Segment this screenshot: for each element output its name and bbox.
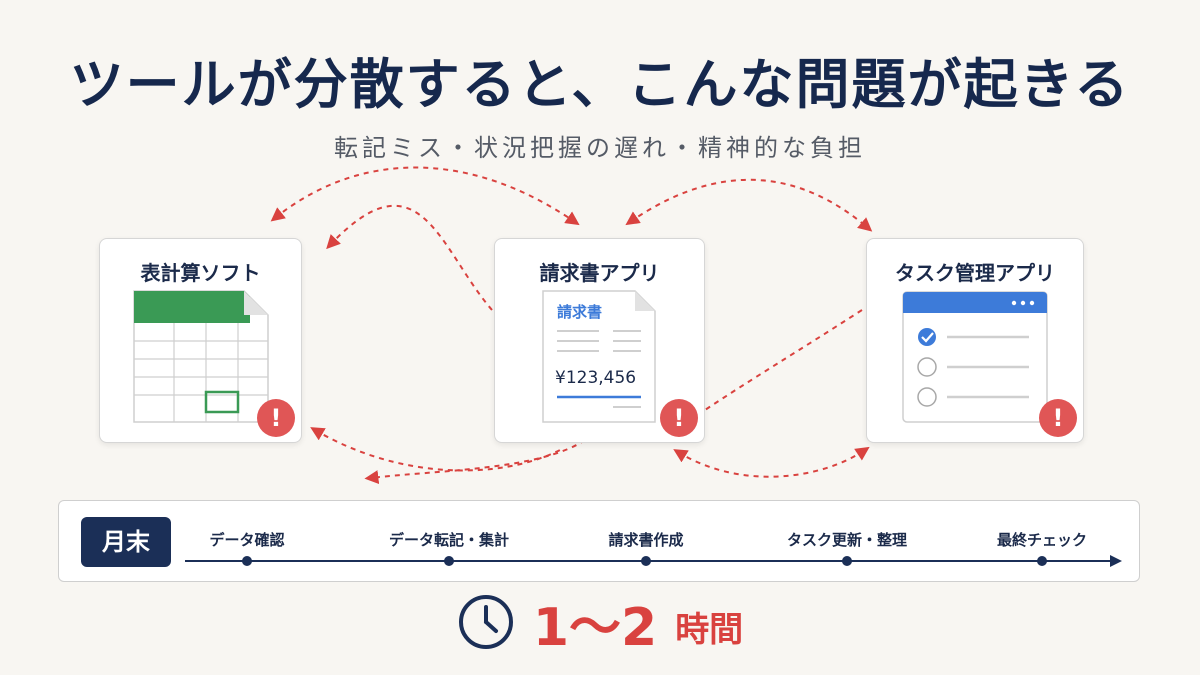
timeline-dot bbox=[641, 556, 651, 566]
tool-card-title: 請求書アプリ bbox=[539, 261, 660, 285]
time-required: 1〜2 時間 bbox=[0, 590, 1200, 658]
timeline-step: 最終チェック bbox=[996, 531, 1088, 549]
time-value: 1〜2 bbox=[532, 597, 658, 658]
invoice-amount: ¥123,456 bbox=[555, 368, 636, 388]
timeline-step: データ転記・集計 bbox=[388, 531, 510, 549]
timeline-step: 請求書作成 bbox=[608, 531, 684, 549]
tool-card-title: タスク管理アプリ bbox=[895, 261, 1055, 285]
alert-icon: ! bbox=[257, 399, 295, 437]
arrow-invoice-to-sheet-cross bbox=[326, 204, 493, 311]
timeline-axis bbox=[185, 555, 1122, 567]
invoice-icon: 請求書 ¥123,456 bbox=[542, 290, 656, 423]
arrow-invoice-to-task-top bbox=[625, 178, 873, 232]
timeline-step: データ確認 bbox=[209, 531, 285, 549]
invoice-doc-title: 請求書 bbox=[557, 303, 602, 321]
month-end-badge: 月末 bbox=[81, 517, 171, 567]
time-unit: 時間 bbox=[675, 609, 744, 650]
alert-icon: ! bbox=[660, 399, 698, 437]
page-subtitle: 転記ミス・状況把握の遅れ・精神的な負担 bbox=[334, 134, 866, 162]
clock-icon bbox=[458, 595, 513, 649]
tool-card-title: 表計算ソフト bbox=[140, 261, 261, 285]
alert-icon: ! bbox=[1039, 399, 1077, 437]
arrow-invoice-to-sheet-lower bbox=[364, 439, 586, 485]
timeline-dot bbox=[1037, 556, 1047, 566]
month-end-timeline: 月末 データ確認 データ転記・集計 請求書作成 タスク更新・整理 最終チェック bbox=[58, 500, 1140, 582]
spreadsheet-icon bbox=[133, 290, 269, 423]
timeline-step: タスク更新・整理 bbox=[786, 531, 908, 549]
tool-card-invoice: 請求書アプリ 請求書 ¥123,456 ! bbox=[494, 238, 705, 443]
tool-card-spreadsheet: 表計算ソフト ! bbox=[99, 238, 302, 443]
arrow-sheet-to-invoice-top bbox=[270, 166, 580, 226]
tool-card-task: タスク管理アプリ ! bbox=[866, 238, 1084, 443]
arrow-task-to-invoice-cross bbox=[704, 309, 863, 411]
timeline-dot bbox=[242, 556, 252, 566]
task-list-icon bbox=[902, 291, 1048, 423]
timeline-dot bbox=[444, 556, 454, 566]
timeline-dot bbox=[842, 556, 852, 566]
arrow-task-to-invoice-bottom bbox=[673, 446, 870, 478]
page-title: ツールが分散すると、こんな問題が起きる bbox=[69, 53, 1131, 116]
